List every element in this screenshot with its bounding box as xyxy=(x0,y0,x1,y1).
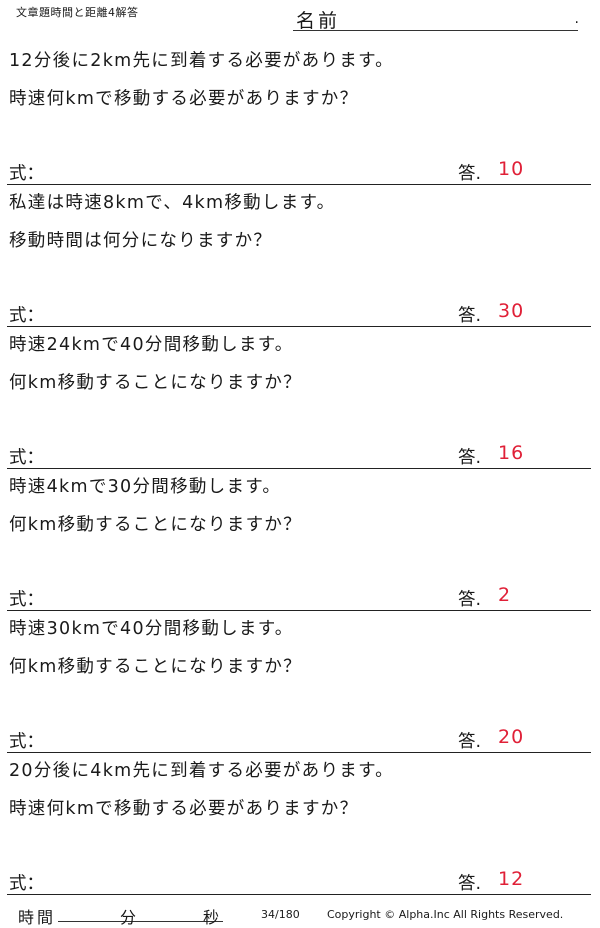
worksheet-title: 文章題時間と距離4解答 xyxy=(16,6,139,19)
minutes-label: 分 xyxy=(120,908,137,927)
answer-value: 12 xyxy=(498,868,525,890)
problem-text-line2: 何km移動することになりますか？ xyxy=(9,373,302,393)
problem-text-line1: 私達は時速8kmで、4km移動します。 xyxy=(9,193,336,213)
problem-text-line1: 時速30kmで40分間移動します。 xyxy=(9,619,294,639)
name-field[interactable]: 名前 . xyxy=(293,8,579,32)
problem-4: 時速4kmで30分間移動します。 何km移動することになりますか？ 式： 答. … xyxy=(0,469,600,611)
problem-divider xyxy=(7,468,591,469)
time-entry-line[interactable] xyxy=(58,921,223,922)
problem-divider xyxy=(7,610,591,611)
copyright-text: Copyright © Alpha.Inc All Rights Reserve… xyxy=(327,908,564,921)
worksheet-footer: 時間 分 秒 34/180 Copyright © Alpha.Inc All … xyxy=(0,898,600,928)
problem-6: 20分後に4km先に到着する必要があります。 時速何kmで移動する必要があります… xyxy=(0,753,600,895)
formula-label: 式： xyxy=(9,164,44,184)
answer-value: 20 xyxy=(498,726,525,748)
formula-label: 式： xyxy=(9,448,44,468)
formula-label: 式： xyxy=(9,874,44,894)
problem-text-line2: 時速何kmで移動する必要がありますか？ xyxy=(9,799,359,819)
problem-text-line1: 時速24kmで40分間移動します。 xyxy=(9,335,294,355)
problem-2: 私達は時速8kmで、4km移動します。 移動時間は何分になりますか？ 式： 答.… xyxy=(0,185,600,327)
answer-label: 答. xyxy=(458,164,482,184)
answer-label: 答. xyxy=(458,874,482,894)
answer-label: 答. xyxy=(458,590,482,610)
problem-text-line2: 移動時間は何分になりますか？ xyxy=(9,231,273,251)
name-line-end: . xyxy=(574,11,579,27)
answer-label: 答. xyxy=(458,306,482,326)
answer-label: 答. xyxy=(458,448,482,468)
answer-value: 16 xyxy=(498,442,525,464)
problem-divider xyxy=(7,184,591,185)
problem-text-line1: 20分後に4km先に到着する必要があります。 xyxy=(9,761,394,781)
formula-label: 式： xyxy=(9,306,44,326)
problem-3: 時速24kmで40分間移動します。 何km移動することになりますか？ 式： 答.… xyxy=(0,327,600,469)
problem-text-line2: 時速何kmで移動する必要がありますか？ xyxy=(9,89,359,109)
name-label: 名前 xyxy=(296,10,341,32)
answer-label: 答. xyxy=(458,732,482,752)
problem-text-line1: 時速4kmで30分間移動します。 xyxy=(9,477,282,497)
answer-value: 30 xyxy=(498,300,525,322)
page-number: 34/180 xyxy=(261,908,300,921)
formula-label: 式： xyxy=(9,732,44,752)
formula-label: 式： xyxy=(9,590,44,610)
answer-value: 10 xyxy=(498,158,525,180)
problem-divider xyxy=(7,894,591,895)
problem-divider xyxy=(7,326,591,327)
problem-divider xyxy=(7,752,591,753)
problem-5: 時速30kmで40分間移動します。 何km移動することになりますか？ 式： 答.… xyxy=(0,611,600,753)
answer-value: 2 xyxy=(498,584,512,606)
problem-1: 12分後に2km先に到着する必要があります。 時速何kmで移動する必要があります… xyxy=(0,43,600,185)
problem-text-line2: 何km移動することになりますか？ xyxy=(9,515,302,535)
time-label: 時間 xyxy=(18,908,57,927)
problem-text-line2: 何km移動することになりますか？ xyxy=(9,657,302,677)
problem-text-line1: 12分後に2km先に到着する必要があります。 xyxy=(9,51,394,71)
seconds-label: 秒 xyxy=(203,908,220,927)
